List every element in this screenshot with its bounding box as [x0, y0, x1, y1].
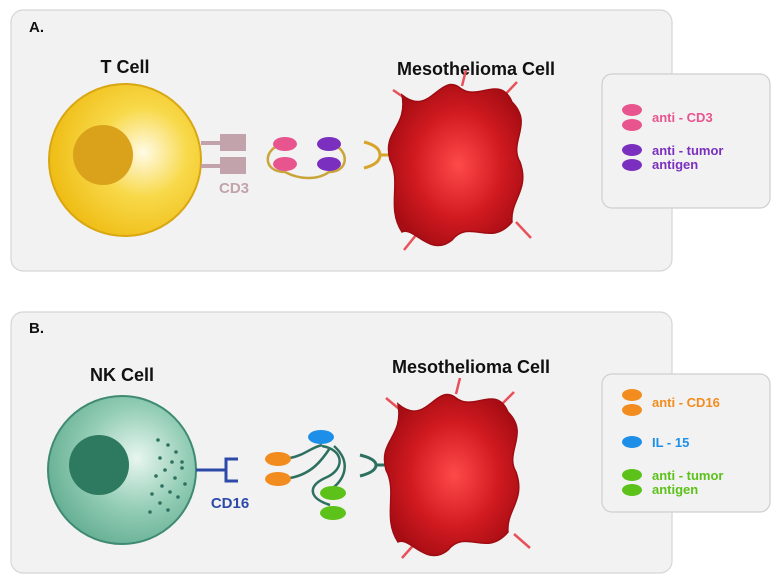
- granule-dot: [166, 508, 170, 512]
- t-cell-nucleus: [73, 125, 133, 185]
- legend-label: anti - CD16: [652, 395, 720, 410]
- legend-swatch-icon: [622, 144, 642, 156]
- granule-dot: [183, 482, 187, 486]
- panel-b: B. NK Cell Mesothelioma Cell CD16: [10, 311, 771, 574]
- tumor-b-title: Mesothelioma Cell: [392, 357, 550, 377]
- il-15-domain: [308, 430, 334, 444]
- anti-cd16-domain: [265, 452, 291, 466]
- cd3-label: CD3: [219, 180, 249, 197]
- legend-swatch-icon: [622, 389, 642, 401]
- legend-swatch-icon: [622, 159, 642, 171]
- mesothelioma-cell-a: [387, 69, 532, 251]
- granule-dot: [150, 492, 154, 496]
- granule-dot: [168, 490, 172, 494]
- granule-dot: [180, 460, 184, 464]
- bispecific-antibody-a: [266, 137, 346, 180]
- cd16-label: CD16: [211, 495, 249, 512]
- anti-tumor-domain: [317, 137, 341, 151]
- legend-label: anti - tumor: [652, 143, 724, 158]
- nk-cell-title: NK Cell: [90, 365, 154, 385]
- granule-dot: [163, 468, 167, 472]
- legend-item: anti - CD16: [622, 389, 720, 416]
- t-cell-title: T Cell: [100, 57, 149, 77]
- anti-tumor-domain: [320, 486, 346, 500]
- granule-dot: [173, 476, 177, 480]
- granule-dot: [156, 438, 160, 442]
- legend-swatch-icon: [622, 484, 642, 496]
- legend-swatch-icon: [622, 119, 642, 131]
- legend-swatch-icon: [622, 104, 642, 116]
- cd3-receptor: [201, 134, 246, 174]
- legend-swatch-icon: [622, 436, 642, 448]
- anti-cd3-domain: [273, 157, 297, 171]
- panel-a-letter: A.: [29, 19, 44, 36]
- granule-dot: [158, 456, 162, 460]
- anti-tumor-domain: [317, 157, 341, 171]
- granule-dot: [176, 495, 180, 499]
- nk-granules: [148, 438, 187, 514]
- granule-dot: [158, 501, 162, 505]
- tumor-a-title: Mesothelioma Cell: [397, 59, 555, 79]
- legend-item: anti - CD3: [622, 104, 713, 131]
- granule-dot: [174, 450, 178, 454]
- legend-label: IL - 15: [652, 435, 689, 450]
- nk-cell-nucleus: [69, 435, 129, 495]
- granule-dot: [148, 510, 152, 514]
- anti-cd3-domain: [273, 137, 297, 151]
- legend-b-box: [601, 373, 771, 513]
- legend-a-box: [601, 73, 771, 209]
- anti-cd16-domain: [265, 472, 291, 486]
- granule-dot: [170, 460, 174, 464]
- anti-tumor-domain: [320, 506, 346, 520]
- legend-swatch-icon: [622, 469, 642, 481]
- granule-dot: [154, 474, 158, 478]
- legend-label: antigen: [652, 157, 698, 172]
- legend-label: anti - tumor: [652, 468, 724, 483]
- mesothelioma-cell-b: [383, 377, 531, 559]
- legend-label: anti - CD3: [652, 110, 713, 125]
- legend-item: IL - 15: [622, 435, 689, 450]
- panel-a: A. T Cell Mesothelioma Cell CD3: [10, 9, 771, 272]
- granule-dot: [166, 443, 170, 447]
- legend-label: antigen: [652, 482, 698, 497]
- granule-dot: [160, 484, 164, 488]
- panel-b-letter: B.: [29, 320, 44, 337]
- trispecific-killer-engager: [265, 430, 346, 520]
- legend-swatch-icon: [622, 404, 642, 416]
- cd16-receptor: [196, 457, 238, 483]
- granule-dot: [180, 466, 184, 470]
